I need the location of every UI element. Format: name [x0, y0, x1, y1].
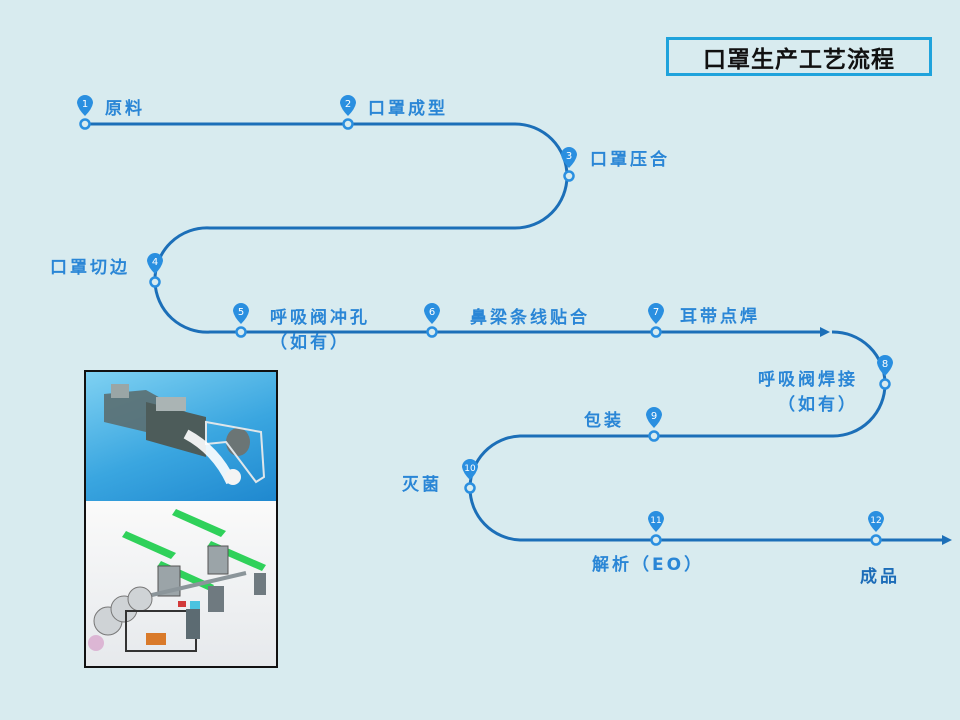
- step-5-marker: 5: [233, 303, 249, 338]
- flow-line-bottom: [468, 330, 952, 545]
- node-circle-icon: [79, 118, 91, 130]
- step-11-marker: 11: [648, 511, 664, 546]
- machine-photo-top: [86, 372, 276, 501]
- production-line-illustration: [88, 509, 266, 652]
- map-pin-icon: [868, 511, 884, 532]
- title-box: 口罩生产工艺流程: [666, 37, 932, 76]
- production-line-model: [86, 501, 276, 666]
- step-5-note: （如有）: [270, 333, 350, 353]
- step-6-number: 6: [429, 307, 435, 318]
- step-10-number: 10: [464, 464, 476, 474]
- map-pin-icon: [648, 511, 664, 532]
- step-4-number: 4: [152, 257, 158, 268]
- step-3-label: 口罩压合: [590, 150, 670, 170]
- step-3-number: 3: [566, 151, 572, 162]
- step-3-marker: 3: [561, 147, 577, 182]
- node-circle-icon: [563, 170, 575, 182]
- map-pin-icon: [340, 95, 356, 116]
- step-4-marker: 4: [147, 253, 163, 288]
- node-circle-icon: [464, 482, 476, 494]
- node-circle-icon: [149, 276, 161, 288]
- step-8-note: （如有）: [778, 395, 858, 415]
- step-8-marker: 8: [877, 355, 893, 390]
- step-6-label: 鼻梁条线贴合: [470, 308, 590, 328]
- step-2-number: 2: [345, 99, 351, 110]
- step-12-label: 成品: [860, 567, 900, 587]
- step-7-marker: 7: [648, 303, 664, 338]
- step-7-number: 7: [653, 307, 659, 318]
- step-6-marker: 6: [424, 303, 440, 338]
- step-8-label: 呼吸阀焊接: [758, 370, 858, 390]
- step-1-number: 1: [82, 99, 88, 110]
- step-11-number: 11: [650, 516, 661, 526]
- step-9-label: 包装: [584, 411, 624, 431]
- step-5-number: 5: [238, 307, 244, 318]
- step-8-number: 8: [882, 359, 888, 370]
- step-4-label: 口罩切边: [50, 258, 130, 278]
- map-pin-icon: [233, 303, 249, 324]
- step-12-marker: 12: [868, 511, 884, 546]
- node-circle-icon: [342, 118, 354, 130]
- map-pin-icon: [561, 147, 577, 168]
- node-circle-icon: [879, 378, 891, 390]
- step-9-number: 9: [651, 411, 657, 422]
- map-pin-icon: [147, 253, 163, 274]
- node-circle-icon: [650, 534, 662, 546]
- node-circle-icon: [870, 534, 882, 546]
- step-7-label: 耳带点焊: [680, 307, 760, 327]
- step-5-label: 呼吸阀冲孔: [270, 308, 370, 328]
- step-1-marker: 1: [77, 95, 93, 130]
- node-circle-icon: [650, 326, 662, 338]
- map-pin-icon: [646, 407, 662, 428]
- step-12-number: 12: [870, 516, 881, 526]
- step-1-label: 原料: [105, 99, 145, 119]
- step-11-label: 解析（EO）: [592, 555, 705, 575]
- step-2-marker: 2: [340, 95, 356, 130]
- node-circle-icon: [235, 326, 247, 338]
- page-title: 口罩生产工艺流程: [703, 46, 895, 73]
- map-pin-icon: [424, 303, 440, 324]
- step-2-label: 口罩成型: [368, 99, 448, 119]
- step-10-marker: 10: [462, 459, 478, 494]
- map-pin-icon: [77, 95, 93, 116]
- map-pin-icon: [462, 459, 478, 480]
- machine-photos: [84, 370, 278, 668]
- map-pin-icon: [877, 355, 893, 376]
- map-pin-icon: [648, 303, 664, 324]
- node-circle-icon: [648, 430, 660, 442]
- step-9-marker: 9: [646, 407, 662, 442]
- mask-machine-illustration: [104, 384, 266, 485]
- node-circle-icon: [426, 326, 438, 338]
- flow-line-top: [85, 122, 830, 337]
- step-10-label: 灭菌: [402, 475, 442, 495]
